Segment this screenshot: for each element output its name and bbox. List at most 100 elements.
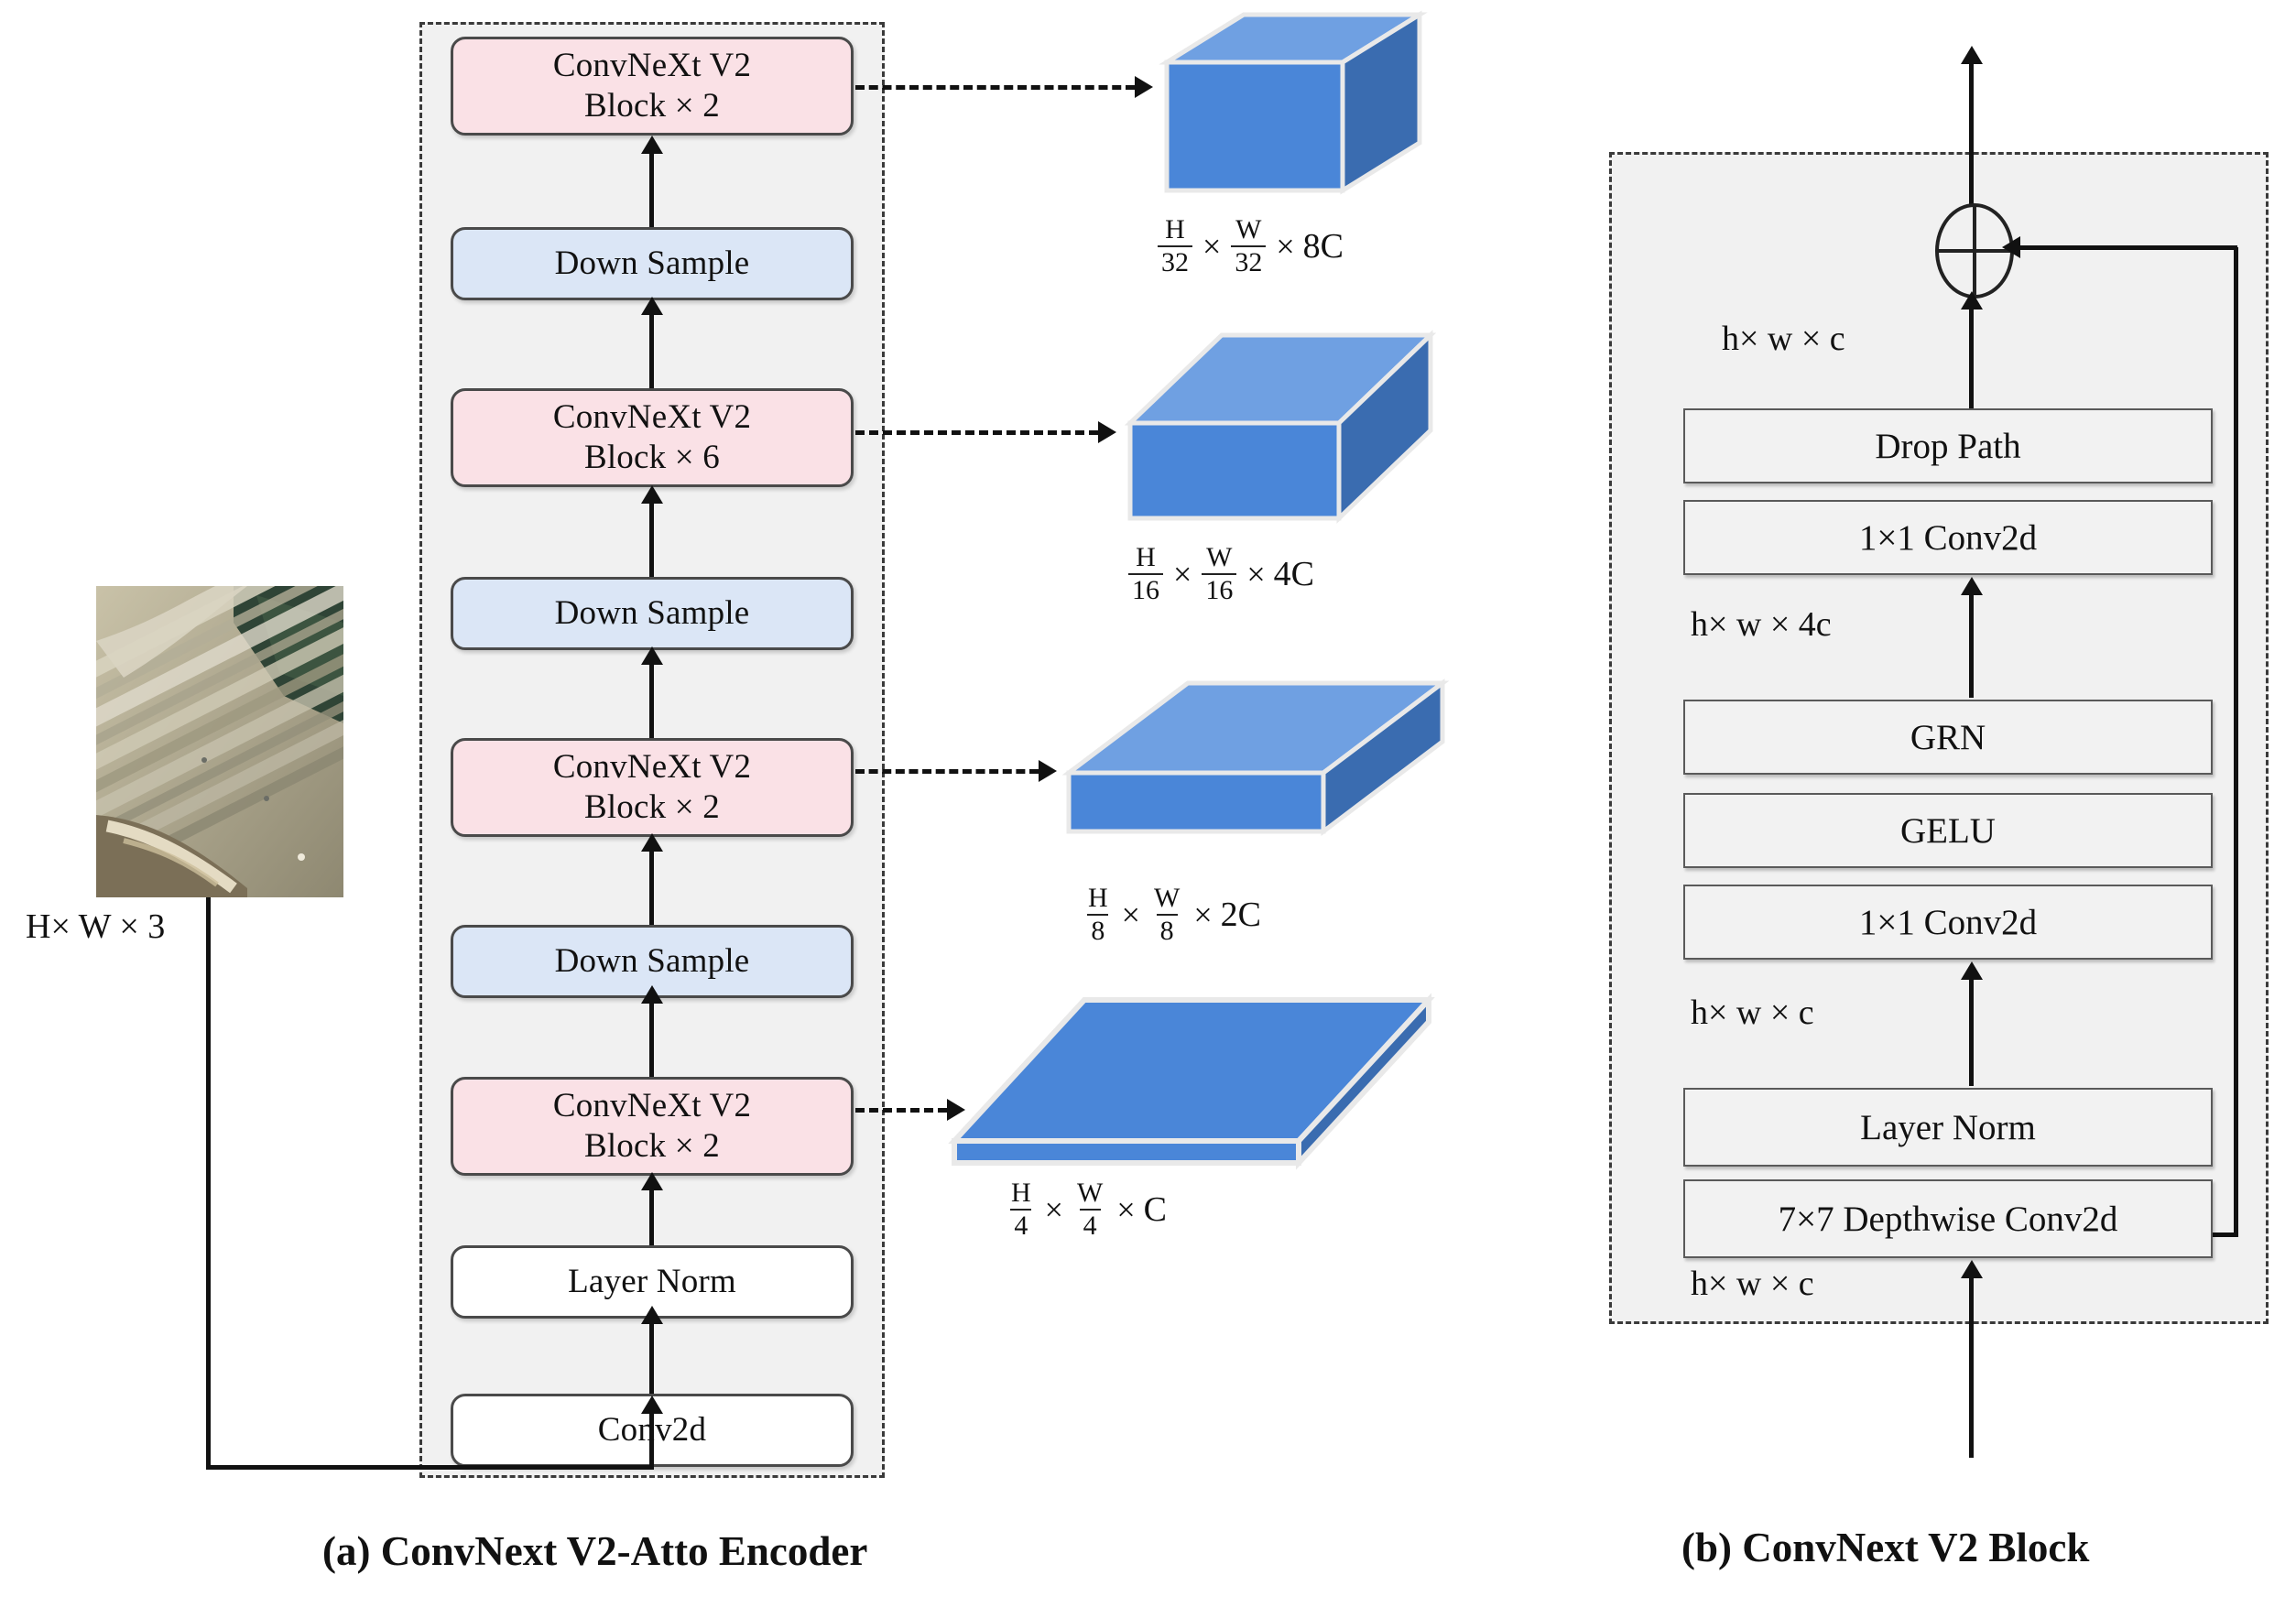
tensor-link-stage4 xyxy=(855,85,1135,90)
flow-arrow xyxy=(641,297,663,315)
flow-line xyxy=(649,1187,654,1245)
times-symbol: × xyxy=(1202,228,1222,265)
channel-label: C xyxy=(1143,1190,1167,1229)
feature-map-stage1-dim: H 4 × W 4 × C xyxy=(1006,1179,1167,1240)
input-feed-horizontal xyxy=(206,1465,654,1470)
flow-line xyxy=(649,150,654,227)
fraction: H 4 xyxy=(1010,1178,1032,1241)
residual-line-vertical xyxy=(2234,247,2238,1236)
dim-label-top: h× w × c xyxy=(1722,320,1845,358)
grn[interactable]: GRN xyxy=(1683,700,2213,775)
fraction: H 8 xyxy=(1087,883,1109,946)
tensor-link-arrow xyxy=(1098,421,1116,443)
feature-map-stage4-dim: H 32 × W 32 × 8C xyxy=(1156,216,1344,277)
flow-line xyxy=(1969,592,1974,698)
layer-norm[interactable]: Layer Norm xyxy=(1683,1088,2213,1167)
feature-map-stage4 xyxy=(1159,10,1428,195)
fraction: H 16 xyxy=(1128,544,1163,604)
times-symbol: × xyxy=(1193,896,1213,933)
flow-arrow xyxy=(1961,291,1983,309)
flow-arrow xyxy=(641,485,663,504)
flow-line xyxy=(649,848,654,925)
times-symbol: × xyxy=(1246,556,1266,592)
block-label: Down Sample xyxy=(554,942,750,981)
row-label: GELU xyxy=(1900,810,1996,851)
tensor-link-arrow xyxy=(947,1099,965,1121)
block-input-arrow xyxy=(1961,1260,1983,1278)
channel-label: 2C xyxy=(1220,896,1261,934)
panel-a-caption: (a) ConvNext V2-Atto Encoder xyxy=(322,1528,868,1574)
tensor-link-stage2 xyxy=(855,769,1039,774)
feature-map-stage3 xyxy=(1124,330,1437,524)
channel-label: 4C xyxy=(1273,555,1314,593)
block-output-arrow xyxy=(1961,46,1983,64)
gelu[interactable]: GELU xyxy=(1683,793,2213,868)
flow-arrow xyxy=(641,985,663,1004)
input-feed-arrow xyxy=(641,1395,663,1414)
feature-map-stage2 xyxy=(1061,678,1450,837)
input-feed-vertical xyxy=(206,897,211,1470)
flow-arrow xyxy=(641,1306,663,1324)
panel-b-caption: (b) ConvNext V2 Block xyxy=(1681,1525,2090,1570)
down-sample-3[interactable]: Down Sample xyxy=(451,227,854,300)
fraction: W 16 xyxy=(1202,544,1237,604)
block-output-line xyxy=(1969,60,1974,229)
down-sample-2[interactable]: Down Sample xyxy=(451,577,854,650)
flow-arrow xyxy=(641,136,663,154)
row-label: GRN xyxy=(1910,717,1986,757)
conv2d-1x1-in[interactable]: 1×1 Conv2d xyxy=(1683,885,2213,960)
flow-arrow xyxy=(641,646,663,665)
block-label: Down Sample xyxy=(554,594,750,633)
row-label: Drop Path xyxy=(1875,426,2021,466)
times-symbol: × xyxy=(1044,1191,1063,1228)
flow-line xyxy=(649,500,654,577)
fraction: W 8 xyxy=(1153,883,1181,946)
tensor-link-arrow xyxy=(1039,760,1057,782)
block-label: Layer Norm xyxy=(568,1263,736,1301)
times-symbol: × xyxy=(1276,228,1295,265)
feature-map-stage2-dim: H 8 × W 8 × 2C xyxy=(1083,885,1261,945)
residual-line-top xyxy=(2011,245,2237,250)
plus-vertical xyxy=(1973,207,1976,295)
flow-arrow xyxy=(1961,961,1983,980)
feature-map-stage3-dim: H 16 × W 16 × 4C xyxy=(1126,544,1314,604)
flow-line xyxy=(649,1000,654,1077)
depthwise-conv2d[interactable]: 7×7 Depthwise Conv2d xyxy=(1683,1179,2213,1258)
flow-line xyxy=(649,1320,654,1394)
row-label: 7×7 Depthwise Conv2d xyxy=(1778,1199,2118,1239)
row-label: 1×1 Conv2d xyxy=(1858,902,2038,942)
feature-map-stage1 xyxy=(948,993,1435,1170)
flow-line xyxy=(649,311,654,388)
times-symbol: × xyxy=(1116,1191,1136,1228)
channel-label: 8C xyxy=(1302,227,1344,266)
block-label: Down Sample xyxy=(554,244,750,283)
flow-line xyxy=(1969,306,1974,408)
dim-label-c-mid: h× w × c xyxy=(1691,994,1814,1032)
residual-arrow xyxy=(2002,236,2020,258)
times-symbol: × xyxy=(1173,556,1192,592)
times-symbol: × xyxy=(1121,896,1140,933)
tensor-link-stage3 xyxy=(855,430,1098,435)
conv2d-1x1-out[interactable]: 1×1 Conv2d xyxy=(1683,500,2213,575)
row-label: Layer Norm xyxy=(1860,1107,2036,1147)
row-label: 1×1 Conv2d xyxy=(1858,517,2038,558)
flow-arrow xyxy=(641,833,663,852)
tensor-link-stage1 xyxy=(855,1108,947,1113)
flow-arrow xyxy=(641,1172,663,1190)
flow-arrow xyxy=(1961,577,1983,595)
dim-label-c-bottom: h× w × c xyxy=(1691,1265,1814,1303)
fraction: H 32 xyxy=(1158,216,1192,277)
tensor-link-arrow xyxy=(1135,76,1153,98)
flow-line xyxy=(1969,976,1974,1086)
drop-path[interactable]: Drop Path xyxy=(1683,408,2213,483)
flow-line xyxy=(649,661,654,738)
